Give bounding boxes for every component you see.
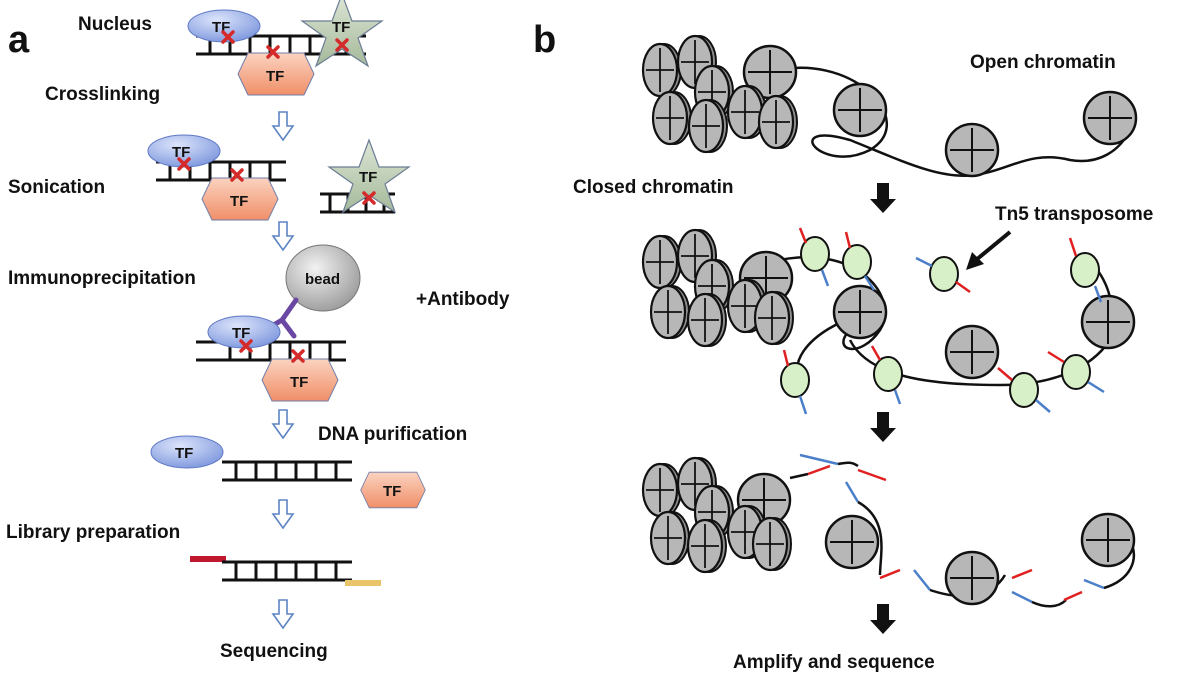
arrow-down-icon (870, 412, 896, 442)
label-open-chromatin: Open chromatin (970, 52, 1116, 73)
label-closed-chromatin: Closed chromatin (573, 177, 733, 198)
tf-label: TF (266, 68, 284, 85)
purified-dna (220, 460, 354, 482)
chromatin-row-1 (641, 34, 1138, 178)
tf-hexagon: TF (360, 471, 426, 509)
tf-label: TF (359, 169, 377, 186)
tn5-transposome (873, 356, 903, 392)
panel-a: a Nucleus Crosslinking TF TF TF Sonicati… (6, 0, 510, 662)
tf-label: TF (230, 193, 248, 210)
arrow-down-icon (272, 599, 294, 629)
tf-oval: TF (187, 9, 261, 44)
library-adapter-left (190, 556, 226, 562)
label-antibody: +Antibody (416, 289, 510, 310)
panel-a-letter: a (8, 19, 30, 61)
tn5-pointer-arrow (966, 230, 1012, 270)
label-sonication: Sonication (8, 177, 105, 198)
tf-oval: TF (207, 315, 281, 353)
tf-oval: TF (147, 134, 221, 171)
tf-label: TF (172, 144, 190, 161)
tn5-transposome (929, 256, 959, 292)
chromatin-row-3 (641, 453, 1136, 608)
panel-b: b Open chromatin Closed chromatin Tn5 tr… (533, 19, 1153, 673)
tf-oval: TF (150, 435, 224, 469)
label-amplify-and-sequence: Amplify and sequence (733, 652, 935, 673)
label-immunoprecipitation: Immunoprecipitation (8, 268, 196, 289)
label-sequencing: Sequencing (220, 641, 328, 662)
library-dna (190, 556, 381, 586)
tf-star: TF (301, 0, 383, 67)
ip-dna (196, 340, 348, 362)
tf-label: TF (232, 325, 250, 342)
tn5-transposome (1061, 354, 1091, 390)
tn5-transposome (780, 362, 810, 398)
label-tn5-transposome: Tn5 transposome (995, 204, 1153, 225)
label-library-preparation: Library preparation (6, 522, 180, 543)
tn5-transposome (1070, 252, 1100, 288)
label-crosslinking: Crosslinking (45, 84, 160, 105)
label-nucleus: Nucleus (78, 14, 152, 35)
arrow-down-icon (870, 604, 896, 634)
arrow-down-icon (272, 499, 294, 529)
tf-label: TF (175, 445, 193, 462)
bead-label: bead (305, 271, 340, 288)
arrow-down-icon (272, 409, 294, 439)
tf-hexagon: TF (237, 45, 315, 96)
tn5-transposome (842, 244, 872, 280)
tf-label: TF (383, 483, 401, 500)
arrow-down-icon (870, 183, 896, 213)
tf-label: TF (332, 19, 350, 36)
tf-hexagon: TF (261, 349, 339, 402)
tn5-transposome (1009, 372, 1039, 408)
label-dna-purification: DNA purification (318, 424, 467, 445)
tf-star: TF (328, 139, 410, 213)
panel-b-letter: b (533, 19, 556, 61)
bead: bead (285, 244, 361, 312)
tf-hexagon: TF (201, 168, 279, 221)
library-adapter-right (345, 580, 381, 586)
arrow-down-icon (272, 111, 294, 141)
tf-label: TF (212, 19, 230, 36)
tf-label: TF (290, 374, 308, 391)
tn5-transposomes (780, 227, 1105, 415)
arrow-down-icon (272, 221, 294, 251)
